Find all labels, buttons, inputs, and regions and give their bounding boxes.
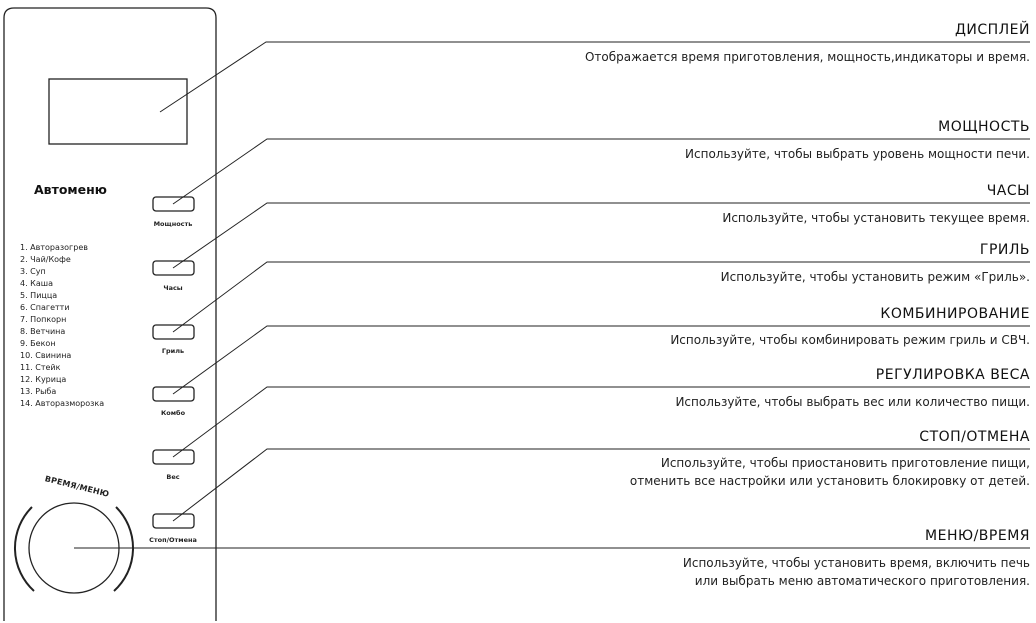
stop-description-line: Используйте, чтобы приостановить пригото… <box>660 456 1030 470</box>
stop-button-label: Стоп/Отмена <box>149 536 197 544</box>
automenu-item: 13. Рыба <box>20 387 57 396</box>
clock-button-shape <box>152 260 195 276</box>
leader-combo <box>172 325 1030 395</box>
stop-description: Используйте, чтобы приостановить пригото… <box>630 454 1030 490</box>
leader-stop <box>172 448 1030 522</box>
power-heading: МОЩНОСТЬ <box>938 119 1030 135</box>
automenu-item: 14. Авторазморозка <box>20 399 105 408</box>
automenu-item: 1. Авторазогрев <box>20 243 88 252</box>
weight-description: Используйте, чтобы выбрать вес или колич… <box>675 395 1030 409</box>
automenu-item: 5. Пицца <box>20 291 58 300</box>
automenu-item: 10. Свинина <box>20 351 72 360</box>
weight-button-shape <box>152 449 195 465</box>
control-panel-outline <box>3 7 217 621</box>
display-window <box>48 78 188 145</box>
grill-heading: ГРИЛЬ <box>979 242 1030 258</box>
dial-arc-right <box>113 506 134 592</box>
combo-description: Используйте, чтобы комбинировать режим г… <box>670 333 1030 347</box>
automenu-title: Автоменю <box>34 182 107 197</box>
combo-button-shape <box>152 386 195 402</box>
automenu-item: 3. Суп <box>20 267 46 276</box>
automenu-item: 9. Бекон <box>20 339 56 348</box>
automenu-item: 7. Попкорн <box>20 315 67 324</box>
automenu-item: 12. Курица <box>20 375 67 384</box>
dial-heading: МЕНЮ/ВРЕМЯ <box>925 528 1030 544</box>
leader-display <box>159 41 1030 113</box>
clock-heading: ЧАСЫ <box>986 183 1030 199</box>
power-button-label: Мощность <box>153 220 193 228</box>
dial-description-line: или выбрать меню автоматического пригото… <box>694 574 1030 588</box>
automenu-item: 2. Чай/Кофе <box>20 255 71 264</box>
leader-power <box>172 138 1030 205</box>
grill-button-shape <box>152 324 195 340</box>
grill-button-label: Гриль <box>161 347 185 355</box>
clock-description: Используйте, чтобы установить текущее вр… <box>722 211 1030 225</box>
display-description: Отображается время приготовления, мощнос… <box>584 50 1030 64</box>
automenu-list: 1. Авторазогрев 2. Чай/Кофе 3. Суп 4. Ка… <box>20 242 104 410</box>
stop-description-line: отменить все настройки или установить бл… <box>629 474 1030 488</box>
weight-heading: РЕГУЛИРОВКА ВЕСА <box>875 367 1030 383</box>
automenu-item: 6. Спагетти <box>20 303 70 312</box>
combo-button-label: Комбо <box>160 409 186 417</box>
stop-heading: СТОП/ОТМЕНА <box>919 429 1030 445</box>
dial-description-line: Используйте, чтобы установить время, вкл… <box>682 556 1030 570</box>
stop-button-shape <box>152 513 195 529</box>
combo-heading: КОМБИНИРОВАНИЕ <box>880 306 1030 322</box>
dial-arc-left <box>14 506 35 592</box>
clock-button-label: Часы <box>163 284 183 292</box>
weight-button-label: Вес <box>166 473 180 481</box>
power-description: Используйте, чтобы выбрать уровень мощно… <box>685 147 1030 161</box>
display-heading: ДИСПЛЕЙ <box>954 22 1030 38</box>
automenu-item: 8. Ветчина <box>20 327 66 336</box>
power-button-shape <box>152 196 195 212</box>
leader-grill <box>172 261 1030 333</box>
leader-clock <box>172 202 1030 269</box>
dial-description: Используйте, чтобы установить время, вкл… <box>683 554 1030 590</box>
automenu-item: 4. Каша <box>20 279 53 288</box>
leader-weight <box>172 386 1030 458</box>
automenu-item: 11. Стейк <box>20 363 61 372</box>
grill-description: Используйте, чтобы установить режим «Гри… <box>720 270 1030 284</box>
